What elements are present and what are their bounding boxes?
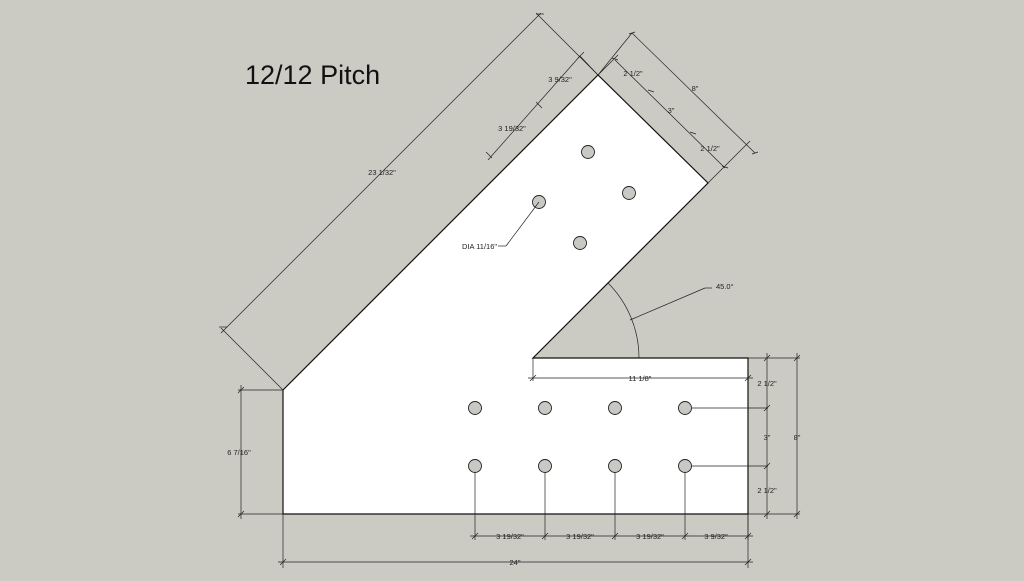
dim-end-c: 2 1/2" [700, 144, 720, 153]
hole [678, 401, 692, 415]
dim-bottom-1: 3 19/32" [496, 532, 524, 541]
hole [678, 459, 692, 473]
dim-end-a: 2 1/2" [623, 69, 643, 78]
dim-angle: 45.0° [716, 282, 734, 291]
hole [608, 459, 622, 473]
hole [468, 401, 482, 415]
dim-inner-length: 11 1/8" [629, 374, 652, 383]
dim-left-height: 6 7/16" [227, 448, 251, 457]
dim-total-width: 24" [509, 558, 520, 567]
hole [608, 401, 622, 415]
dim-diagonal-length: 23 1/32" [368, 168, 396, 177]
dim-bottom-4: 3 9/32" [704, 532, 728, 541]
hole [581, 145, 595, 159]
dim-bottom-3: 3 19/32" [636, 532, 664, 541]
dim-right-height: 8" [794, 433, 801, 442]
dim-bottom-2: 3 19/32" [566, 532, 594, 541]
dim-right-a: 2 1/2" [757, 379, 777, 388]
dim-end-b: 3" [668, 106, 675, 115]
plate-outline [282, 74, 749, 515]
dim-hole-diameter: DIA 11/16" [462, 242, 497, 251]
dim-end-width: 8" [692, 84, 699, 93]
dim-diag-chain-2: 3 19/32" [498, 124, 526, 133]
drawing-title: 12/12 Pitch [245, 60, 381, 90]
hole [538, 459, 552, 473]
dim-right-c: 2 1/2" [757, 486, 777, 495]
hole [538, 401, 552, 415]
hole [468, 459, 482, 473]
hole [573, 236, 587, 250]
hole [622, 186, 636, 200]
dim-right-b: 3" [764, 433, 771, 442]
dim-diag-chain-1: 3 9/32" [548, 75, 572, 84]
